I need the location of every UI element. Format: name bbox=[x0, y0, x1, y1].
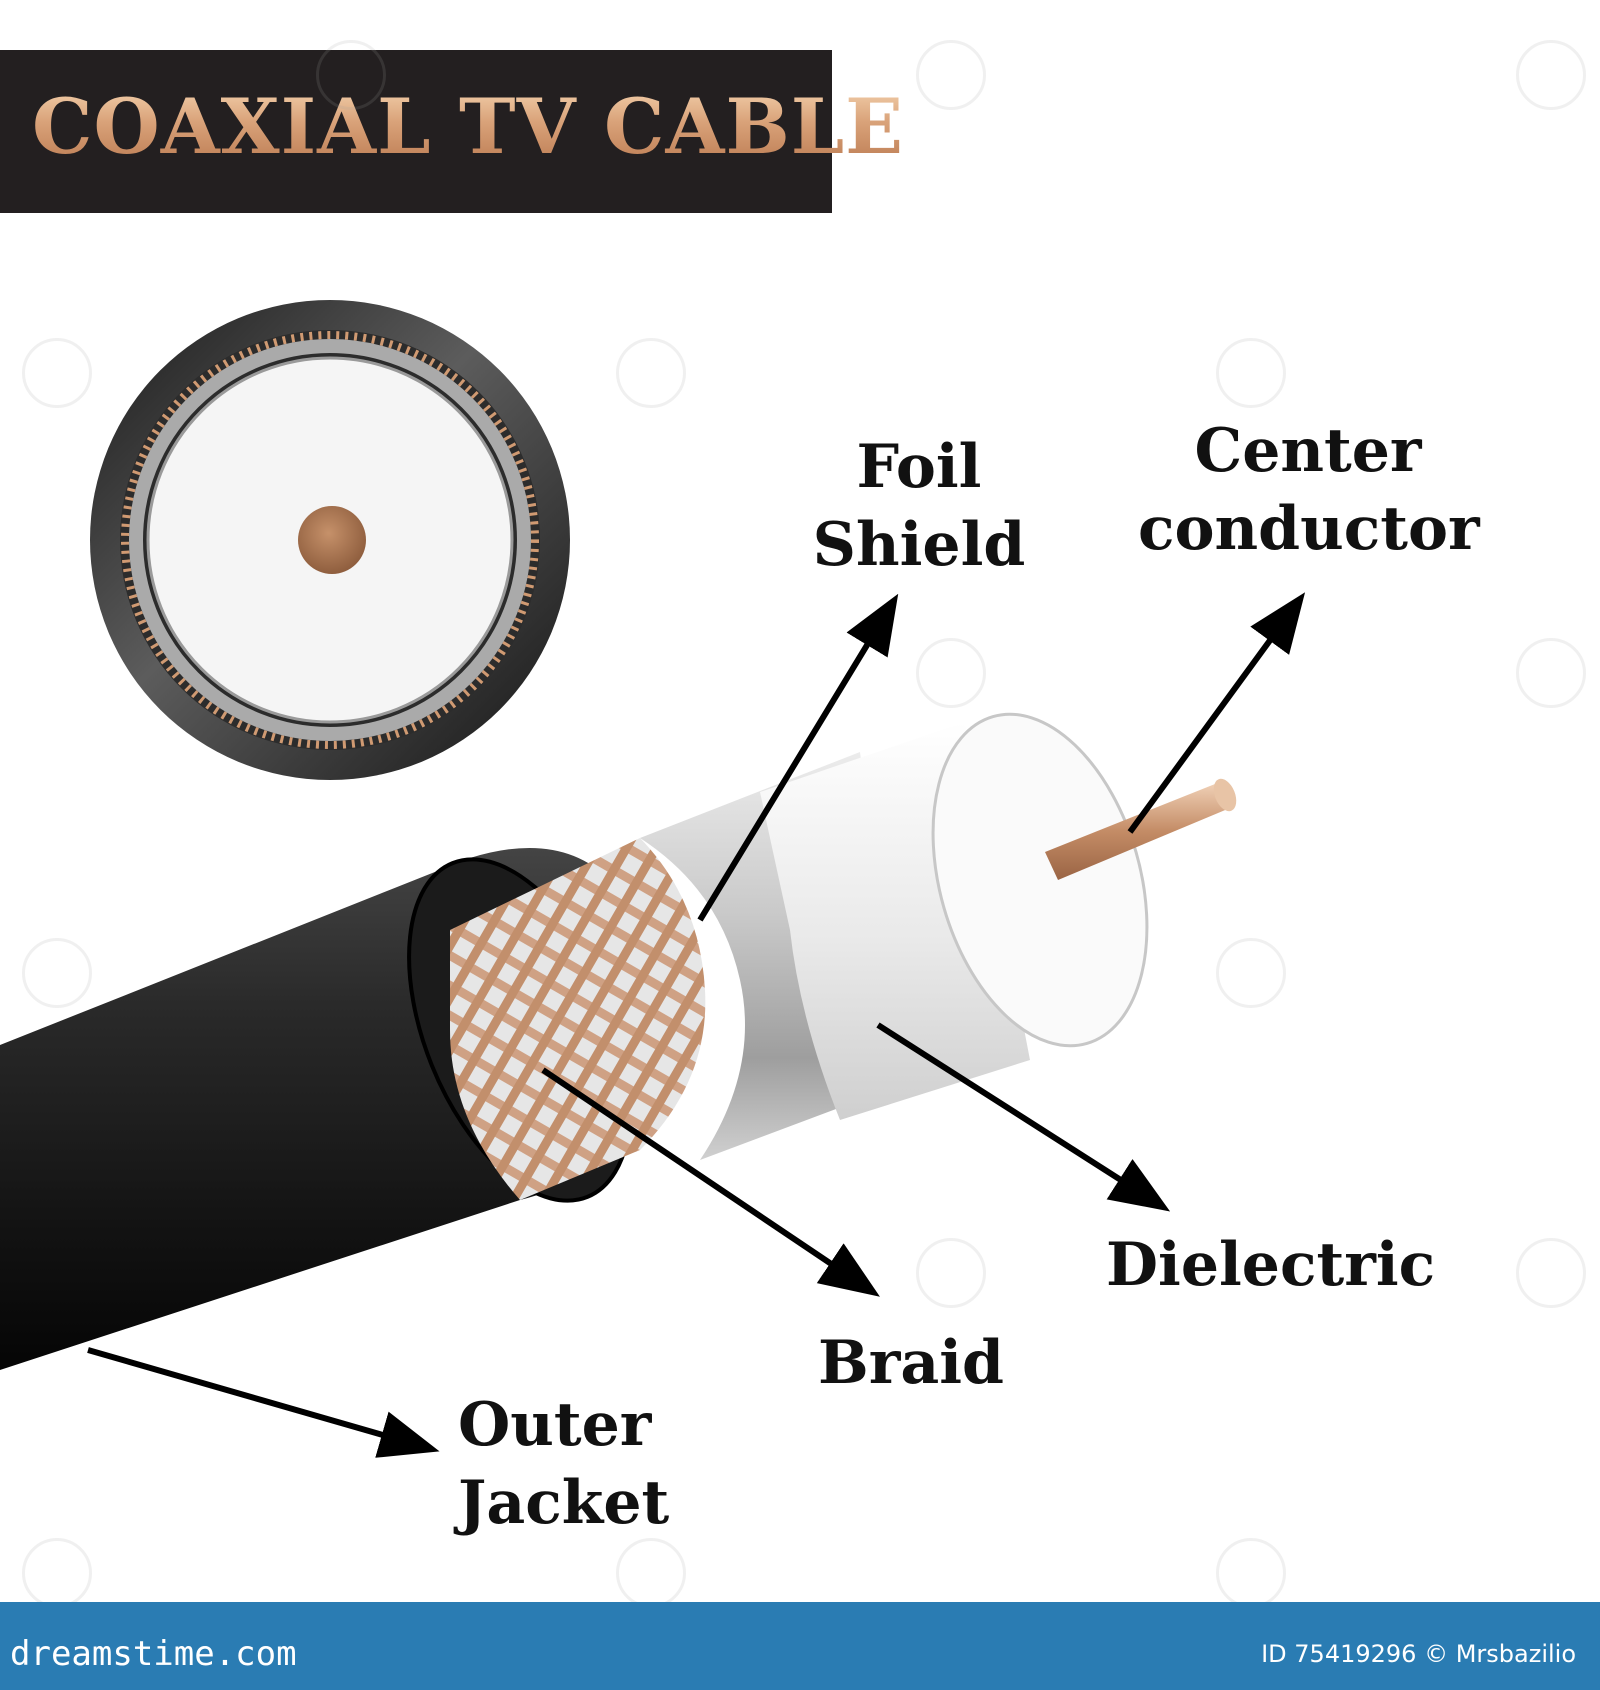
braid bbox=[450, 838, 706, 1200]
watermark-icon bbox=[22, 938, 92, 1008]
diagram-title: COAXIAL TV CABLE bbox=[32, 82, 905, 171]
watermark-icon bbox=[1516, 638, 1586, 708]
center-conductor-dot bbox=[298, 506, 366, 574]
watermark-icon bbox=[1216, 938, 1286, 1008]
braid-ring bbox=[121, 331, 539, 749]
label-center-conductor-line1: Center bbox=[1194, 416, 1422, 486]
cross-section bbox=[90, 300, 570, 780]
dielectric-end-face bbox=[931, 712, 1149, 1048]
conductor-tip bbox=[1213, 778, 1237, 812]
label-outer-jacket: Outer Jacket bbox=[458, 1386, 669, 1542]
label-outer-jacket-line1: Outer bbox=[458, 1390, 652, 1460]
braid-arrow bbox=[541, 1067, 880, 1297]
outer-jacket-arrow bbox=[87, 1347, 440, 1458]
watermark-icon bbox=[1516, 1238, 1586, 1308]
center-conductor bbox=[1045, 782, 1230, 880]
label-foil-shield-line2: Shield bbox=[812, 510, 1026, 580]
watermark-icon bbox=[1216, 338, 1286, 408]
label-dielectric: Dielectric bbox=[1106, 1230, 1436, 1300]
center-conductor-arrow bbox=[1127, 592, 1306, 834]
watermark-icon bbox=[616, 338, 686, 408]
cable-side-view bbox=[0, 712, 1237, 1370]
footer-bar bbox=[0, 1602, 1600, 1690]
watermark-icon bbox=[916, 1238, 986, 1308]
label-braid: Braid bbox=[818, 1328, 1004, 1398]
dielectric-arrow bbox=[876, 1022, 1171, 1212]
foil-shield-arrow bbox=[697, 593, 899, 922]
footer-credit: ID 75419296 © Mrsbazilio bbox=[1261, 1640, 1576, 1668]
foil-ring bbox=[129, 339, 531, 741]
watermark-icon bbox=[316, 40, 386, 110]
watermark-icon bbox=[1516, 40, 1586, 110]
watermark-icon bbox=[22, 338, 92, 408]
watermark-icon bbox=[916, 40, 986, 110]
label-center-conductor: Center conductor bbox=[1138, 412, 1480, 568]
watermark-icon bbox=[916, 638, 986, 708]
title-banner bbox=[0, 50, 832, 213]
label-outer-jacket-line2: Jacket bbox=[458, 1468, 670, 1538]
label-center-conductor-line2: conductor bbox=[1138, 494, 1480, 564]
footer-site[interactable]: dreamstime.com bbox=[10, 1634, 297, 1674]
label-foil-shield: Foil Shield bbox=[806, 428, 1032, 584]
label-foil-shield-line1: Foil bbox=[856, 432, 982, 502]
